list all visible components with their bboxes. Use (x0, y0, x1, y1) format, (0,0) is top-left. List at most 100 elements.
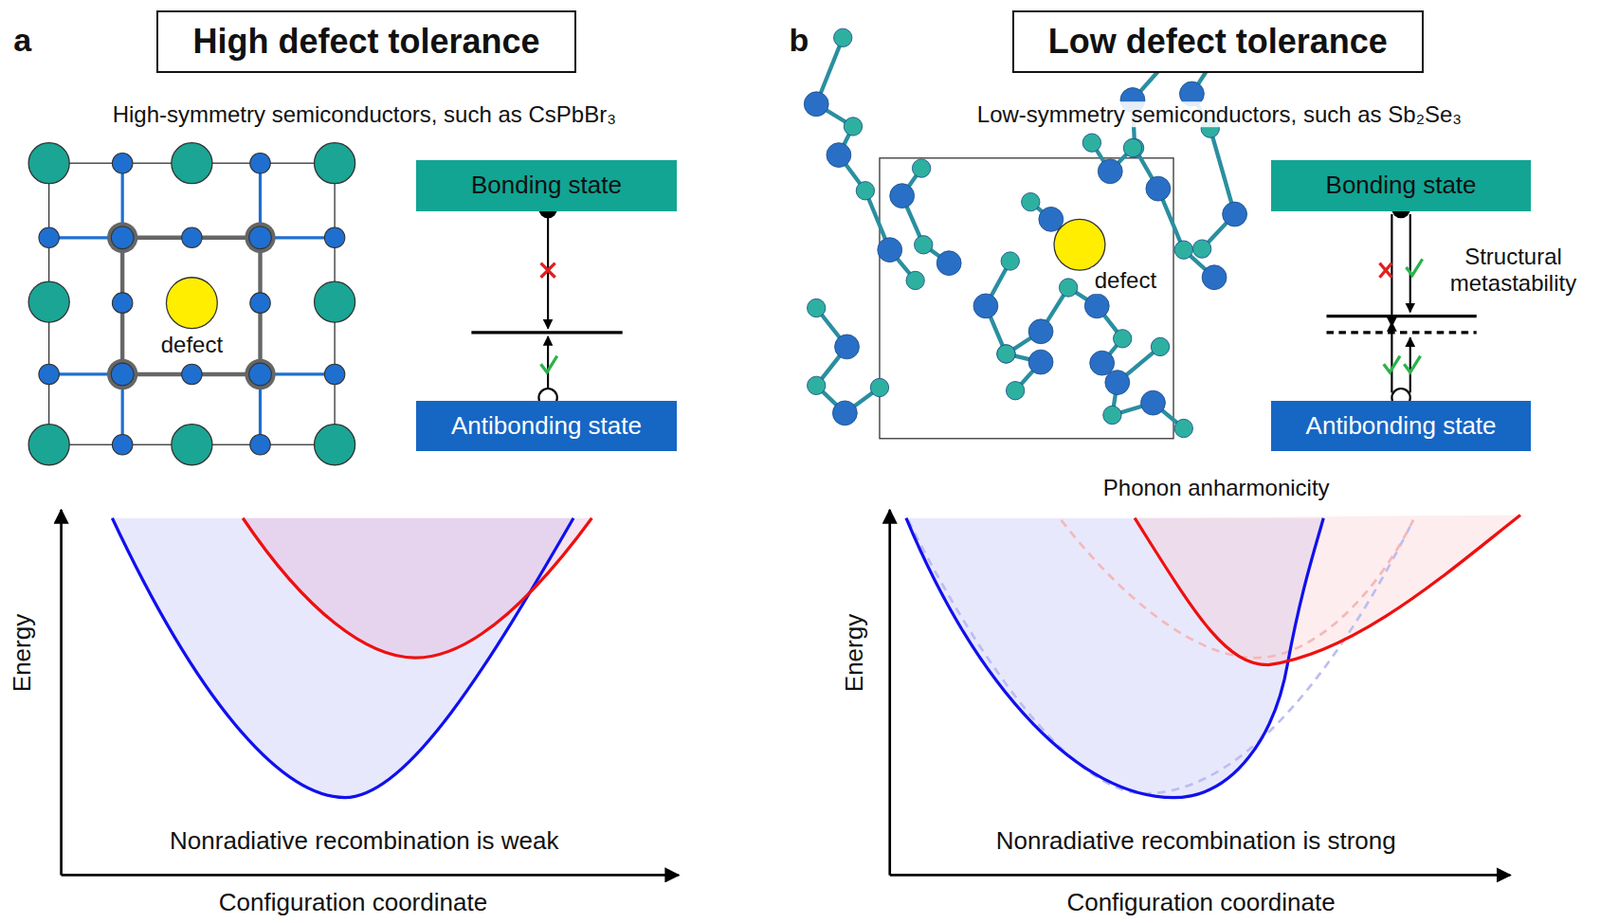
pb-shell (107, 222, 138, 254)
plot-heading: Phonon anharmonicity (1103, 474, 1330, 502)
box-label: Antibonding state (1306, 411, 1497, 441)
panel-letter: a (13, 22, 32, 60)
energy-level-diagram (471, 200, 622, 407)
box-label: Low defect tolerance (1048, 21, 1388, 62)
se-atom (855, 181, 874, 200)
sb-atom (835, 334, 860, 360)
axis-label: Energy (840, 614, 870, 692)
chain-bond (1132, 63, 1215, 278)
panel-letter: b (789, 22, 810, 60)
sb-atom (1084, 293, 1110, 319)
title-box: Low defect tolerance (1012, 10, 1424, 74)
perovskite-lattice (28, 143, 355, 466)
pb-atom (110, 226, 134, 250)
antibonding-state-box: Antibonding state (1271, 400, 1530, 452)
br-atom (324, 363, 346, 385)
se-atom (834, 28, 853, 47)
sb-atom (803, 91, 829, 117)
subtitle: High-symmetry semiconductors, such as Cs… (112, 101, 617, 128)
se-atom (906, 271, 925, 290)
se-atom (1123, 138, 1142, 157)
br-atom (111, 152, 133, 174)
axis-label: Configuration coordinate (1066, 889, 1335, 918)
chain-bond (816, 308, 880, 414)
antibonding-state-box: Antibonding state (416, 400, 677, 452)
se-atom (1000, 252, 1019, 271)
sb-atom (826, 143, 852, 168)
configuration-coordinate-plot (890, 509, 1521, 875)
se-atom (911, 159, 930, 178)
cs-atom (314, 281, 356, 323)
br-atom (38, 227, 60, 249)
box-label: Bonding state (471, 170, 622, 200)
cs-atom (314, 424, 356, 466)
sb-atom (973, 293, 999, 319)
pb-shell (244, 359, 275, 390)
energy-level-diagram (1326, 200, 1476, 407)
plot-note: Nonradiative recombination is strong (996, 827, 1397, 856)
br-atom (324, 227, 346, 249)
axis-label: Energy (8, 614, 37, 692)
se-atom (1005, 381, 1024, 400)
pb-atom (110, 363, 134, 386)
pb-atom (249, 226, 273, 250)
sb-atom (1097, 159, 1123, 184)
subtitle: Low-symmetry semiconductors, such as Sb₂… (974, 101, 1465, 128)
se-atom (1150, 337, 1169, 356)
sb-atom (877, 237, 903, 263)
se-atom (1082, 133, 1101, 152)
sb-atom (890, 183, 915, 209)
sb-atom (936, 251, 962, 276)
plot-note: Nonradiative recombination is weak (169, 827, 559, 856)
se-atom (1021, 192, 1040, 211)
callout-note: Structural metastability (1436, 244, 1589, 297)
se-atom (997, 345, 1016, 364)
box-label: Bonding state (1326, 170, 1477, 200)
br-atom (111, 434, 133, 455)
bonding-state-box: Bonding state (1271, 160, 1530, 212)
chain-bond (816, 37, 915, 281)
axis-label: Configuration coordinate (218, 889, 488, 918)
se-atom (843, 117, 862, 136)
se-atom (997, 345, 1016, 364)
configuration-coordinate-plot (61, 509, 679, 875)
bonding-state-box: Bonding state (416, 160, 677, 212)
box-label: High defect tolerance (192, 21, 540, 62)
pb-shell (107, 359, 138, 390)
chain-structure (803, 28, 1247, 439)
br-atom (250, 434, 272, 455)
cs-atom (28, 143, 70, 184)
se-atom (1174, 418, 1193, 437)
sb-atom (1222, 201, 1248, 227)
br-atom (250, 292, 272, 314)
sb-atom (832, 400, 857, 426)
pb-shell (244, 222, 275, 254)
se-atom (807, 298, 826, 317)
br-atom (181, 363, 203, 385)
sb-atom (1145, 176, 1171, 201)
sb-atom (1090, 350, 1115, 376)
se-atom (870, 378, 889, 397)
br-atom (111, 292, 133, 314)
sb-atom (1201, 265, 1227, 291)
sb-atom (1028, 349, 1054, 375)
sb-atom (1105, 370, 1130, 396)
chain-bond (902, 168, 950, 264)
defect-label: defect (158, 331, 226, 359)
se-atom (1192, 239, 1211, 258)
defect-label: defect (1091, 267, 1160, 294)
box-label: Antibonding state (451, 411, 642, 441)
se-atom (807, 376, 826, 395)
se-atom (1058, 278, 1077, 297)
br-atom (250, 152, 272, 174)
sb-atom (1028, 319, 1054, 345)
br-atom (38, 363, 60, 385)
cs-atom (171, 424, 213, 466)
se-atom (914, 236, 933, 255)
br-atom (181, 227, 203, 249)
se-atom (1174, 240, 1193, 259)
cs-atom (314, 143, 356, 184)
cs-atom (28, 424, 70, 466)
pb-atom (249, 363, 273, 386)
